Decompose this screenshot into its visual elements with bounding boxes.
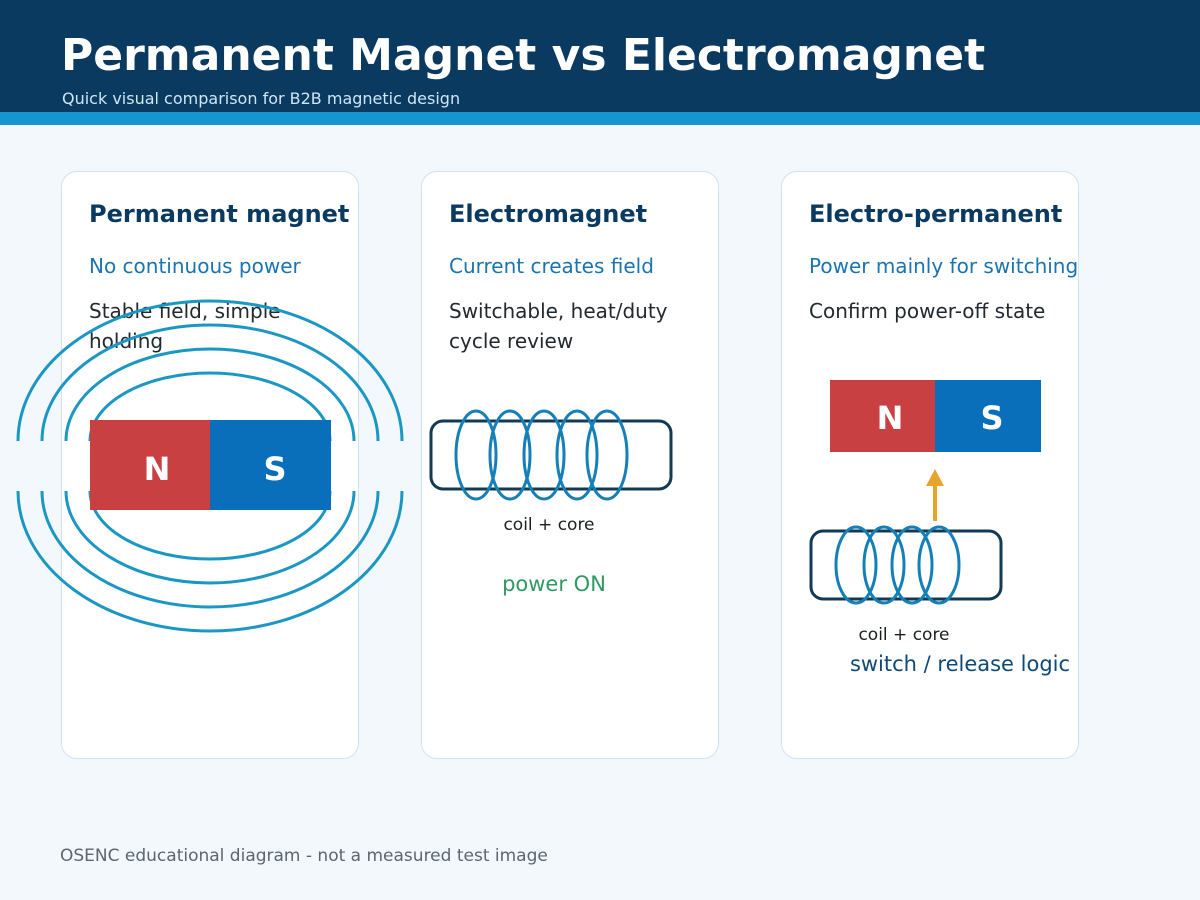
card-description: Confirm power-off state	[809, 299, 1046, 323]
card-title: Electromagnet	[449, 200, 648, 228]
card-description: Stable field, simple holding	[89, 299, 281, 353]
card-description: Switchable, heat/duty cycle review	[449, 299, 668, 353]
card-permanent-magnet: Permanent magnet No continuous power Sta…	[61, 171, 359, 759]
footer-note: OSENC educational diagram - not a measur…	[60, 846, 548, 866]
page-subtitle: Quick visual comparison for B2B magnetic…	[62, 89, 461, 108]
header-accent-stripe	[0, 112, 1200, 125]
card-title: Electro-permanent	[809, 200, 1063, 228]
card-electro-permanent: Electro-permanent Power mainly for switc…	[781, 171, 1079, 759]
card-subtitle: Current creates field	[449, 254, 654, 278]
card-subtitle: No continuous power	[89, 254, 301, 278]
card-subtitle: Power mainly for switching	[809, 254, 1079, 278]
card-electromagnet: Electromagnet Current creates field Swit…	[421, 171, 719, 759]
page-title: Permanent Magnet vs Electromagnet	[61, 30, 986, 81]
header-bar	[0, 0, 1200, 112]
card-title: Permanent magnet	[89, 200, 350, 228]
